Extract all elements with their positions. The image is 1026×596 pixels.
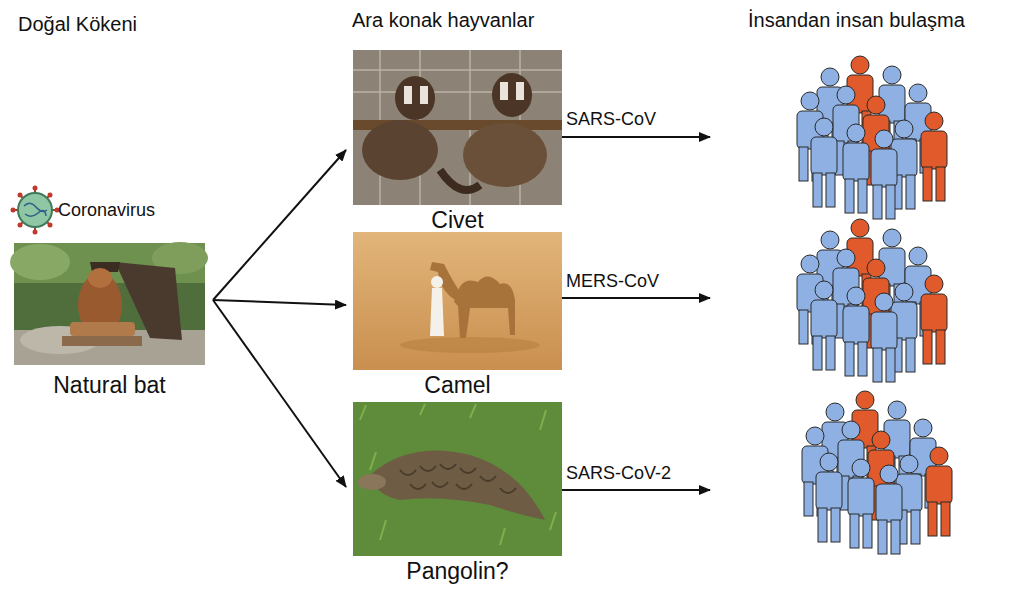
virus-name: SARS-CoV xyxy=(566,108,656,131)
node-caption: Civet xyxy=(349,206,566,234)
crowd xyxy=(797,56,947,219)
arrow-connector xyxy=(213,300,346,487)
node-caption: Camel xyxy=(349,371,566,399)
virus-icon xyxy=(11,186,60,235)
virus-name: SARS-CoV-2 xyxy=(566,462,671,485)
camel-photo xyxy=(353,232,562,370)
arrow-connector xyxy=(213,300,346,305)
node-caption: Natural bat xyxy=(10,371,209,399)
transmission-arrow xyxy=(562,489,710,491)
column-heading: Doğal Kökeni xyxy=(18,12,137,37)
column-heading: İnsandan insan bulaşma xyxy=(748,8,965,33)
photo-node: Civet xyxy=(349,50,566,234)
transmission-arrow xyxy=(562,136,710,138)
photo-node: Natural bat xyxy=(10,243,209,399)
virus-name: MERS-CoV xyxy=(566,270,659,293)
arrow-connector xyxy=(213,150,346,300)
node-caption: Pangolin? xyxy=(349,557,566,585)
crowd xyxy=(802,391,952,554)
transmission-arrow xyxy=(562,297,710,299)
virus-label: Coronavirus xyxy=(58,199,155,222)
civet-photo xyxy=(353,50,562,205)
crowd xyxy=(797,219,947,382)
column-heading: Ara konak hayvanlar xyxy=(352,8,534,33)
pangolin-photo xyxy=(353,402,562,556)
photo-node: Camel xyxy=(349,232,566,399)
bat-photo xyxy=(10,242,208,365)
photo-node: Pangolin? xyxy=(349,402,566,585)
